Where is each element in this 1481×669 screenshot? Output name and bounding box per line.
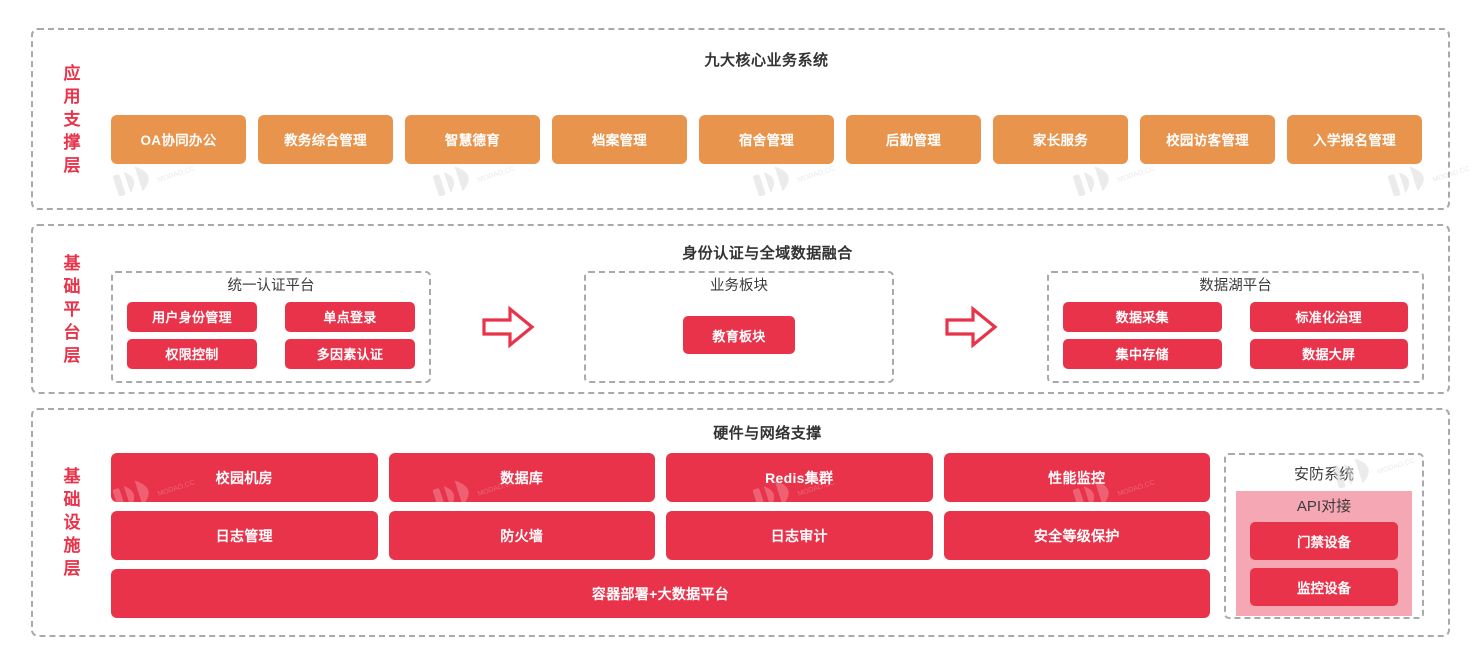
application-support-layer: 应 用 支 撑 层 九大核心业务系统 OA协同办公 教务综合管理 智慧德育 档案… xyxy=(31,28,1450,210)
unified-auth-platform-group: 统一认证平台 用户身份管理 单点登录 权限控制 多因素认证 xyxy=(111,271,431,383)
infra-chip-security-level-protection[interactable]: 安全等级保护 xyxy=(943,511,1210,560)
right-arrow-icon xyxy=(944,304,998,350)
business-module-group: 业务板块 教育板块 xyxy=(584,271,894,383)
system-chip-parent-service[interactable]: 家长服务 xyxy=(993,114,1128,164)
security-chip-access-control-device[interactable]: 门禁设备 xyxy=(1250,522,1398,560)
infrastructure-layer-body: 硬件与网络支撑 校园机房 数据库 Redis集群 性能监控 日志管理 防火墙 日… xyxy=(111,410,1448,635)
api-integration-title: API对接 xyxy=(1296,498,1352,515)
layer-label-char: 应 xyxy=(63,63,81,83)
infra-chip-performance-monitoring[interactable]: 性能监控 xyxy=(943,453,1210,502)
business-module-title: 业务板块 xyxy=(710,278,768,294)
base-platform-groups-row: 统一认证平台 用户身份管理 单点登录 权限控制 多因素认证 xyxy=(111,271,1424,383)
core-business-systems-row: OA协同办公 教务综合管理 智慧德育 档案管理 宿舍管理 后勤管理 家长服务 校… xyxy=(111,70,1422,208)
auth-chip-single-sign-on[interactable]: 单点登录 xyxy=(285,301,415,332)
auth-chip-permission-control[interactable]: 权限控制 xyxy=(127,338,257,369)
security-system-title: 安防系统 xyxy=(1293,466,1354,483)
system-chip-smart-moral-education[interactable]: 智慧德育 xyxy=(405,114,540,164)
layer-label-char: 台 xyxy=(63,322,81,342)
application-support-layer-title: 九大核心业务系统 xyxy=(704,52,829,69)
base-platform-layer-body: 身份认证与全域数据融合 统一认证平台 用户身份管理 单点登录 权限控制 多因素认… xyxy=(111,226,1448,392)
business-module-items: 教育板块 xyxy=(600,302,878,369)
layer-label-char: 施 xyxy=(63,536,81,555)
layer-label-char: 设 xyxy=(63,513,81,532)
lake-chip-centralized-storage[interactable]: 集中存储 xyxy=(1063,338,1222,369)
layer-label-char: 撑 xyxy=(63,132,81,152)
infrastructure-layer: 基 础 设 施 层 硬件与网络支撑 校园机房 数据库 Redis集群 性能监控 … xyxy=(31,408,1450,637)
infra-chip-log-audit[interactable]: 日志审计 xyxy=(666,511,933,560)
unified-auth-platform-items: 用户身份管理 单点登录 权限控制 多因素认证 xyxy=(127,301,415,369)
base-platform-layer: 基 础 平 台 层 身份认证与全域数据融合 统一认证平台 用户身份管理 单点登录… xyxy=(31,224,1450,394)
system-chip-enrollment-management[interactable]: 入学报名管理 xyxy=(1287,114,1422,164)
data-lake-platform-items: 数据采集 标准化治理 集中存储 数据大屏 xyxy=(1063,301,1408,369)
api-integration-block: API对接 门禁设备 监控设备 xyxy=(1236,491,1412,616)
layer-label-char: 基 xyxy=(63,253,81,273)
base-platform-layer-title: 身份认证与全域数据融合 xyxy=(682,245,853,262)
system-chip-dormitory-management[interactable]: 宿舍管理 xyxy=(699,114,834,164)
application-support-layer-label: 应 用 支 撑 层 xyxy=(33,30,111,208)
infra-chip-log-management[interactable]: 日志管理 xyxy=(111,511,378,560)
infrastructure-layer-title: 硬件与网络支撑 xyxy=(713,425,822,442)
infrastructure-main: 校园机房 数据库 Redis集群 性能监控 日志管理 防火墙 日志审计 安全等级… xyxy=(111,453,1424,619)
system-chip-logistics-management[interactable]: 后勤管理 xyxy=(846,114,981,164)
system-chip-oa[interactable]: OA协同办公 xyxy=(111,114,246,164)
auth-chip-user-identity[interactable]: 用户身份管理 xyxy=(127,301,257,332)
infrastructure-items-column: 校园机房 数据库 Redis集群 性能监控 日志管理 防火墙 日志审计 安全等级… xyxy=(111,453,1210,619)
layer-label-char: 支 xyxy=(63,109,81,129)
arrow-auth-to-business xyxy=(431,304,584,350)
layer-label-char: 础 xyxy=(63,490,81,509)
layer-label-char: 平 xyxy=(63,299,81,319)
layer-label-char: 基 xyxy=(63,467,81,486)
infra-chip-campus-datacenter[interactable]: 校园机房 xyxy=(111,453,378,502)
infrastructure-layer-label: 基 础 设 施 层 xyxy=(33,410,111,635)
lake-chip-data-collection[interactable]: 数据采集 xyxy=(1063,301,1222,332)
layer-label-char: 用 xyxy=(63,86,81,106)
infra-chip-database[interactable]: 数据库 xyxy=(388,453,655,502)
data-lake-platform-group: 数据湖平台 数据采集 标准化治理 集中存储 数据大屏 xyxy=(1047,271,1424,383)
layer-label-char: 层 xyxy=(63,155,81,175)
infra-chip-firewall[interactable]: 防火墙 xyxy=(388,511,655,560)
system-chip-campus-visitor-management[interactable]: 校园访客管理 xyxy=(1140,114,1275,164)
auth-chip-mfa[interactable]: 多因素认证 xyxy=(285,338,415,369)
right-arrow-icon xyxy=(481,304,535,350)
system-chip-archive-management[interactable]: 档案管理 xyxy=(552,114,687,164)
lake-chip-standardized-governance[interactable]: 标准化治理 xyxy=(1249,301,1408,332)
lake-chip-data-dashboard[interactable]: 数据大屏 xyxy=(1249,338,1408,369)
arrow-business-to-data-lake xyxy=(894,304,1047,350)
layer-label-char: 层 xyxy=(63,345,81,365)
infra-chip-container-bigdata-platform[interactable]: 容器部署+大数据平台 xyxy=(111,569,1210,618)
security-system-panel: 安防系统 API对接 门禁设备 监控设备 xyxy=(1224,453,1424,619)
security-chip-surveillance-device[interactable]: 监控设备 xyxy=(1250,568,1398,606)
application-support-layer-body: 九大核心业务系统 OA协同办公 教务综合管理 智慧德育 档案管理 宿舍管理 后勤… xyxy=(111,30,1448,208)
base-platform-layer-label: 基 础 平 台 层 xyxy=(33,226,111,392)
system-chip-academic-affairs[interactable]: 教务综合管理 xyxy=(258,114,393,164)
data-lake-platform-title: 数据湖平台 xyxy=(1199,278,1272,294)
infrastructure-items-grid: 校园机房 数据库 Redis集群 性能监控 日志管理 防火墙 日志审计 安全等级… xyxy=(111,453,1210,560)
layer-label-char: 层 xyxy=(63,559,81,578)
layer-label-char: 础 xyxy=(63,276,81,296)
unified-auth-platform-title: 统一认证平台 xyxy=(227,278,315,294)
business-chip-education[interactable]: 教育板块 xyxy=(683,316,795,355)
infra-chip-redis-cluster[interactable]: Redis集群 xyxy=(666,453,933,502)
